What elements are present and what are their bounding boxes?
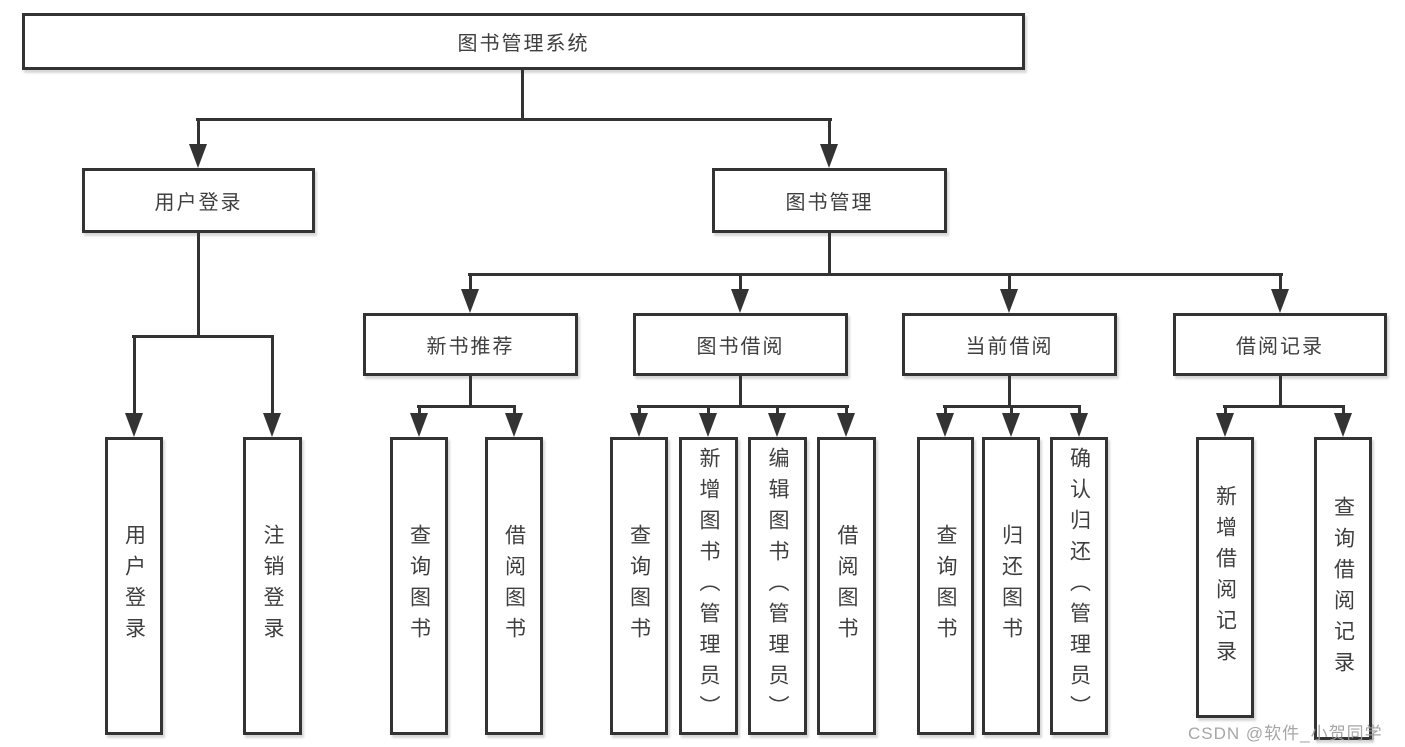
- node-borrow-records: 借阅记录: [1173, 313, 1387, 376]
- node-label: 借阅记录: [1236, 336, 1324, 358]
- arrow-down-icon: [630, 413, 648, 437]
- leaf-label: 注销登录: [261, 524, 284, 648]
- arrow-down-icon: [1000, 289, 1018, 313]
- arrow-down-icon: [1271, 289, 1289, 313]
- arrow-down-icon: [768, 413, 786, 437]
- arrow-down-icon: [410, 413, 428, 437]
- leaf-label: 查询图书: [407, 524, 431, 648]
- connector-line: [845, 405, 848, 415]
- connector-line: [132, 335, 274, 338]
- connector-line: [1008, 273, 1011, 293]
- leaf-label: 用户登录: [122, 524, 146, 648]
- leaf-label: 查询图书: [934, 524, 957, 648]
- connector-line: [271, 335, 274, 415]
- connector-line: [1078, 405, 1081, 415]
- leaf-confirm-return-admin: 确认归还（管理员）: [1050, 437, 1108, 735]
- connector-line: [197, 118, 200, 147]
- node-label: 图书管理系统: [457, 33, 590, 55]
- arrow-down-icon: [1334, 413, 1352, 437]
- connector-line: [1342, 405, 1345, 415]
- leaf-label: 借阅图书: [502, 524, 526, 648]
- leaf-label: 编辑图书（管理员）: [766, 446, 789, 726]
- leaf-borrow-books-borrow: 借阅图书: [817, 437, 876, 735]
- arrow-down-icon: [699, 413, 717, 437]
- leaf-label: 归还图书: [999, 524, 1023, 648]
- arrow-down-icon: [125, 413, 143, 437]
- arrow-down-icon: [263, 413, 281, 437]
- node-library-system: 图书管理系统: [22, 13, 1025, 70]
- connector-line: [196, 118, 832, 121]
- connector-line: [1008, 376, 1011, 407]
- node-label: 新书推荐: [426, 336, 515, 358]
- connector-line: [1279, 273, 1282, 293]
- node-label: 图书管理: [785, 192, 874, 214]
- leaf-query-books-current: 查询图书: [917, 437, 974, 735]
- leaf-add-borrow-record: 新增借阅记录: [1196, 437, 1254, 718]
- connector-line: [418, 405, 421, 415]
- arrow-down-icon: [820, 144, 838, 168]
- leaf-label: 查询图书: [627, 524, 651, 648]
- connector-line: [469, 376, 472, 407]
- leaf-edit-book-admin: 编辑图书（管理员）: [748, 437, 807, 735]
- leaf-return-book: 归还图书: [982, 437, 1040, 735]
- node-current-borrow: 当前借阅: [902, 313, 1117, 376]
- connector-line: [1223, 405, 1345, 408]
- connector-line: [637, 405, 849, 408]
- leaf-label: 新增图书（管理员）: [697, 446, 720, 726]
- arrow-down-icon: [1002, 413, 1020, 437]
- connector-line: [468, 273, 1283, 276]
- connector-line: [521, 70, 524, 120]
- connector-line: [739, 273, 742, 293]
- leaf-query-books-borrow: 查询图书: [610, 437, 668, 735]
- node-user-login: 用户登录: [82, 168, 315, 233]
- csdn-watermark: CSDN @软件_小贺同学: [1188, 724, 1383, 743]
- connector-line: [739, 376, 742, 407]
- leaf-add-book-admin: 新增图书（管理员）: [679, 437, 738, 735]
- leaf-user-login: 用户登录: [105, 437, 163, 735]
- leaf-borrow-books-recommend: 借阅图书: [485, 437, 543, 735]
- connector-line: [776, 405, 779, 415]
- arrow-down-icon: [189, 144, 207, 168]
- leaf-label: 借阅图书: [835, 524, 858, 648]
- connector-line: [828, 233, 831, 275]
- arrow-down-icon: [1070, 413, 1088, 437]
- leaf-query-books-recommend: 查询图书: [390, 437, 448, 735]
- leaf-label: 查询借阅记录: [1331, 495, 1355, 682]
- connector-line: [1279, 376, 1282, 407]
- connector-line: [707, 405, 710, 415]
- connector-line: [513, 405, 516, 415]
- leaf-query-borrow-record: 查询借阅记录: [1314, 437, 1372, 740]
- connector-line: [638, 405, 641, 415]
- node-label: 当前借阅: [965, 336, 1054, 358]
- arrow-down-icon: [461, 289, 479, 313]
- arrow-down-icon: [1216, 413, 1234, 437]
- leaf-label: 新增借阅记录: [1213, 484, 1237, 671]
- connector-line: [417, 405, 516, 408]
- node-label: 用户登录: [154, 192, 243, 214]
- connector-line: [1010, 405, 1013, 415]
- connector-line: [469, 273, 472, 293]
- arrow-down-icon: [731, 289, 749, 313]
- node-label: 图书借阅: [696, 336, 785, 358]
- connector-line: [133, 335, 136, 415]
- connector-line: [1224, 405, 1227, 415]
- arrow-down-icon: [505, 413, 523, 437]
- connector-line: [944, 405, 947, 415]
- leaf-label: 确认归还（管理员）: [1067, 446, 1091, 726]
- connector-line: [197, 233, 200, 337]
- leaf-logout: 注销登录: [243, 437, 302, 735]
- node-book-management: 图书管理: [712, 168, 947, 233]
- node-new-book-recommend: 新书推荐: [363, 313, 578, 376]
- node-book-borrow: 图书借阅: [633, 313, 848, 376]
- arrow-down-icon: [837, 413, 855, 437]
- arrow-down-icon: [936, 413, 954, 437]
- connector-line: [828, 118, 831, 147]
